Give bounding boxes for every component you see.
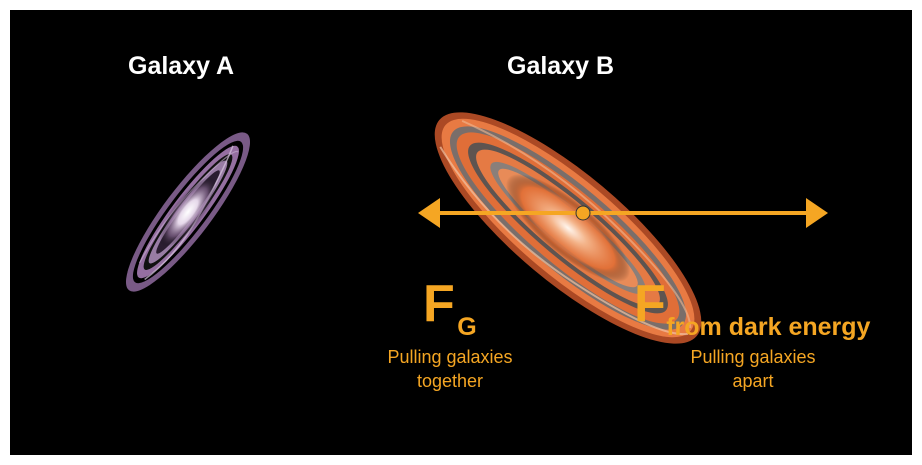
gravity-force-label: F G bbox=[423, 275, 479, 340]
diagram-svg bbox=[125, 112, 828, 344]
galaxy-b-title: Galaxy B bbox=[507, 52, 615, 80]
diagram-canvas: Galaxy A Galaxy B F G Pulling galaxies t… bbox=[10, 10, 912, 455]
gravity-force-description: Pulling galaxies together bbox=[387, 347, 513, 391]
dark-energy-force-symbol: F bbox=[634, 275, 666, 333]
force-arrow bbox=[418, 198, 828, 228]
dark-energy-force-description: Pulling galaxies apart bbox=[690, 347, 816, 391]
gravity-force-subscript: G bbox=[457, 313, 477, 341]
galaxy-b bbox=[434, 112, 702, 344]
dark-energy-force-label: F from dark energy bbox=[634, 275, 874, 340]
arrow-center-dot bbox=[575, 205, 591, 221]
gravity-force-symbol: F bbox=[423, 275, 455, 333]
arrow-head-left bbox=[418, 198, 440, 228]
arrow-head-right bbox=[806, 198, 828, 228]
galaxy-a-title: Galaxy A bbox=[128, 52, 235, 80]
dark-energy-force-subscript: from dark energy bbox=[666, 313, 871, 341]
galaxy-a bbox=[125, 132, 251, 292]
